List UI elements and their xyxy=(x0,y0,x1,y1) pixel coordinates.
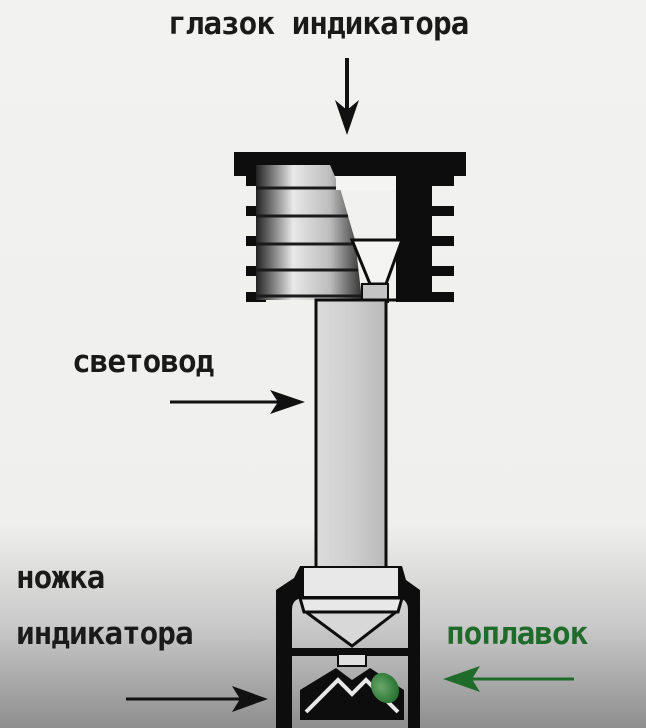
float-label: поплавок xyxy=(446,616,588,652)
stem-arrow-icon xyxy=(126,686,268,712)
indicator-stem xyxy=(276,566,420,728)
stem-label-line2: индикатора xyxy=(16,616,194,652)
eyepiece-head xyxy=(234,152,466,303)
float-arrow-icon xyxy=(443,666,574,692)
light-guide-label: световод xyxy=(72,344,214,380)
stem-label-line1: ножка xyxy=(16,560,105,596)
eyepiece-label: глазок индикатора xyxy=(168,6,469,42)
light-guide-tube xyxy=(314,298,388,570)
light-guide-arrow-icon xyxy=(170,390,305,414)
eyepiece-arrow-icon xyxy=(335,58,359,135)
